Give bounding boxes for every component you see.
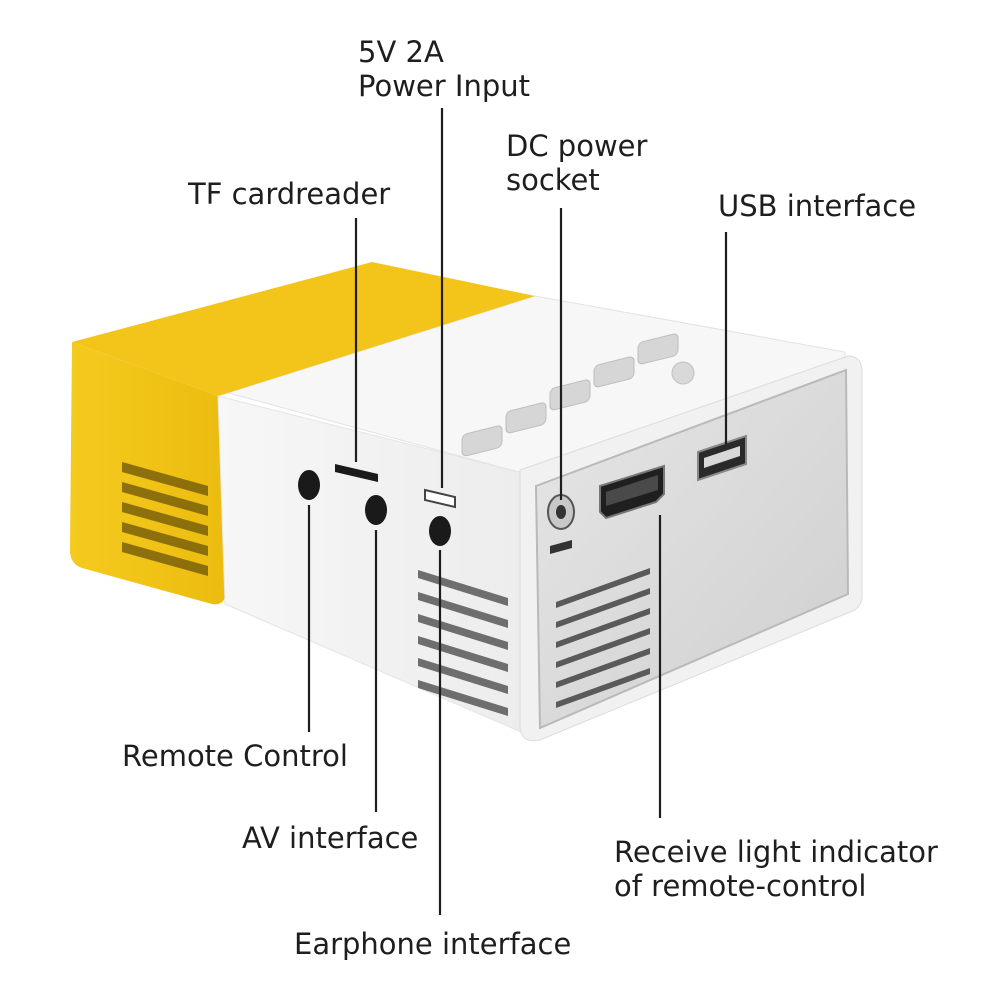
label-dc-socket-line1: DC power <box>506 129 648 163</box>
projector-body <box>70 262 863 742</box>
usb-port-icon <box>697 434 747 482</box>
earphone-jack-icon <box>429 516 451 546</box>
front-ports <box>298 464 456 546</box>
button-row-icon <box>461 333 695 457</box>
label-dc-socket-line2: socket <box>506 163 600 197</box>
micro-usb-port-icon <box>424 488 456 509</box>
label-usb: USB interface <box>718 189 916 223</box>
label-av: AV interface <box>242 821 418 855</box>
label-receiver-line2: of remote-control <box>614 869 867 903</box>
remote-sensor-icon <box>298 470 320 500</box>
label-power-input-line1: 5V 2A <box>358 35 444 69</box>
label-tf-card: TF cardreader <box>187 177 390 211</box>
panel-ports <box>547 434 747 554</box>
panel-vents <box>556 568 650 708</box>
hdmi-port-icon <box>599 464 665 520</box>
label-receiver-line1: Receive light indicator <box>614 835 938 869</box>
labels: 5V 2A Power Input DC power socket TF car… <box>122 35 938 961</box>
yellow-vents <box>122 462 208 576</box>
tf-slot-icon <box>335 464 378 482</box>
leader-lines <box>307 108 728 915</box>
label-earphone: Earphone interface <box>294 927 571 961</box>
dc-socket-icon <box>547 494 575 554</box>
av-jack-icon <box>365 495 387 525</box>
label-power-input-line2: Power Input <box>358 69 530 103</box>
label-remote: Remote Control <box>122 739 348 773</box>
grey-panel <box>534 368 850 730</box>
top-surface-yellow <box>72 262 535 396</box>
